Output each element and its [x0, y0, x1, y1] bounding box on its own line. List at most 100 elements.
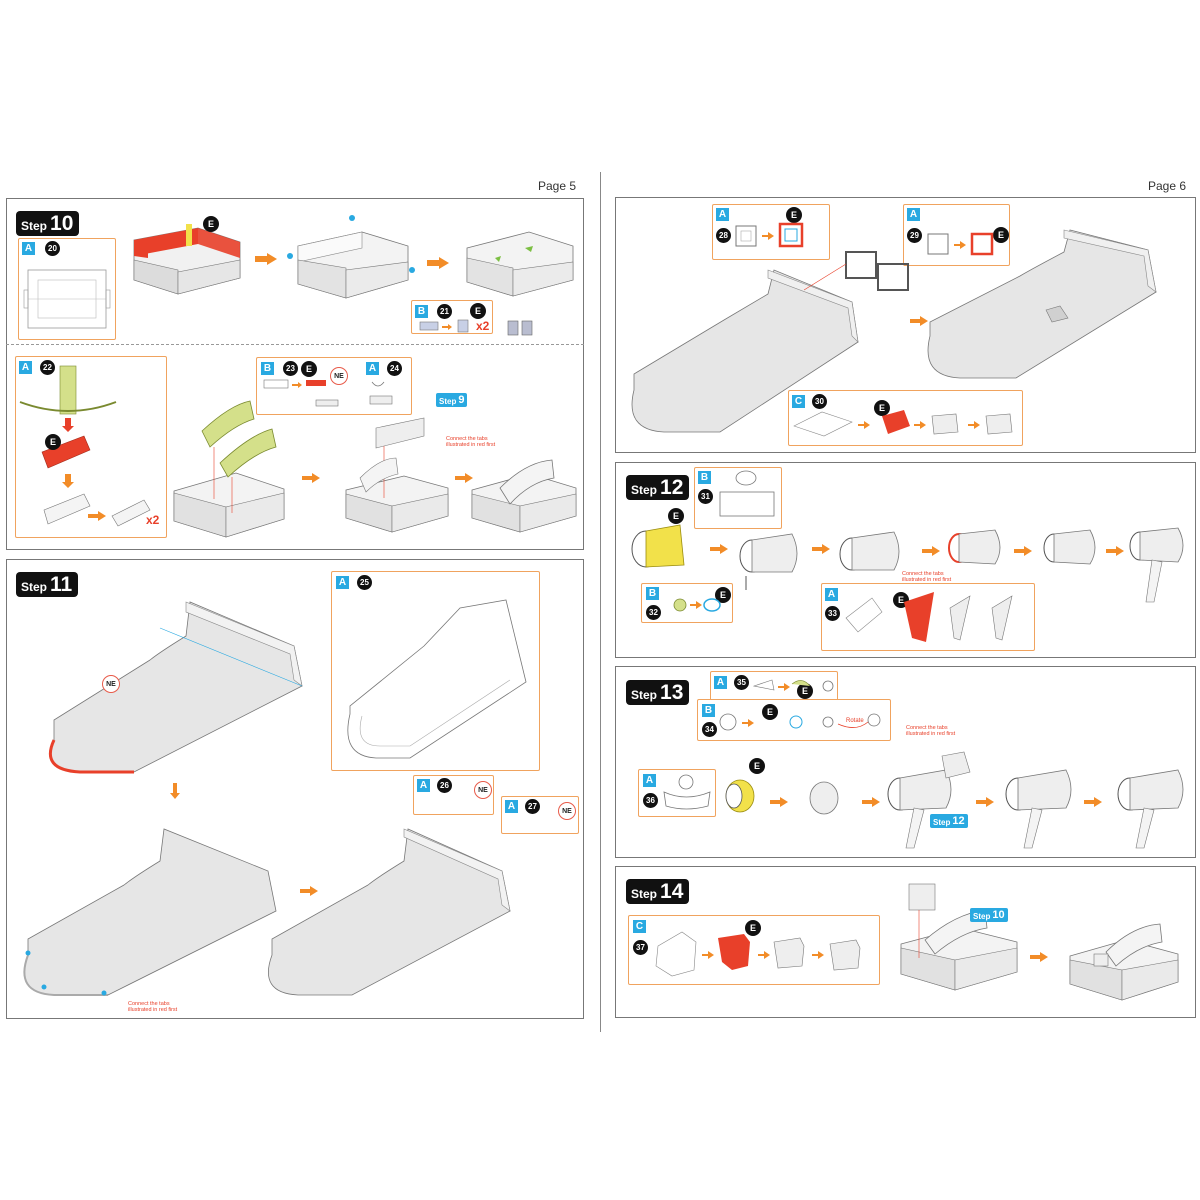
ref-step-number: 9 [458, 394, 465, 406]
part-35-illustration [752, 679, 834, 692]
seats-on-base-illustration [173, 400, 285, 538]
sheet-badge: A [907, 208, 920, 221]
part-number: 20 [45, 241, 60, 256]
step-word: Step [631, 688, 658, 702]
page-number-left: Page 5 [538, 179, 577, 193]
tool-e-badge: E [715, 587, 731, 603]
ne-badge: NE [474, 781, 492, 799]
tool-e-badge: E [470, 303, 486, 319]
sheet-badge: A [643, 774, 656, 787]
part-number: 21 [437, 304, 452, 319]
part-number: 36 [643, 793, 658, 808]
console-part-37-illustration [655, 931, 861, 977]
part-number: 33 [825, 606, 840, 621]
sheet-badge: A [336, 576, 349, 589]
tool-e-badge: E [45, 434, 61, 450]
frame-part-28-illustration [735, 222, 804, 248]
part-number: 23 [283, 361, 298, 376]
final-seat-assembly-illustration [1069, 923, 1179, 1001]
sheet-badge: A [417, 779, 430, 792]
right-arrow-icon [88, 511, 106, 521]
part-number: 27 [525, 799, 540, 814]
part-number: 30 [812, 394, 827, 409]
engine-stage3-illustration [839, 531, 900, 571]
tool-e-badge: E [797, 683, 813, 699]
ref-step-number: 10 [992, 909, 1005, 921]
right-arrow-icon [770, 797, 788, 807]
sheet-badge: A [714, 676, 727, 689]
floor-base-assembly-illustration [48, 601, 303, 774]
bracket-part-30-illustration [793, 410, 1013, 437]
multiplier-x2: x2 [146, 513, 160, 527]
right-arrow-icon [1030, 952, 1048, 962]
part-number: 37 [633, 940, 648, 955]
part-34-callout [697, 699, 891, 741]
box-assembly-red-illustration [133, 224, 241, 295]
part-number: 34 [702, 722, 717, 737]
step-word: Step [21, 219, 48, 233]
ne-badge: NE [102, 675, 120, 693]
part-34-illustration [719, 713, 881, 731]
flat-part-25-illustration [347, 599, 527, 759]
sheet-badge: B [415, 305, 428, 318]
cone-stage2-illustration [809, 781, 839, 815]
part-number: 22 [40, 360, 55, 375]
step-word: Step [631, 887, 658, 901]
connect-tabs-note: Connect the tabs illustrated in red firs… [902, 571, 952, 583]
ref-step-word: Step [439, 397, 457, 406]
step-word: Step [21, 580, 48, 594]
right-arrow-icon [302, 473, 320, 483]
sheet-badge: A [505, 800, 518, 813]
tool-e-badge: E [668, 508, 684, 524]
part-number: 29 [907, 228, 922, 243]
flat-part-20-illustration [23, 269, 111, 329]
part-number: 25 [357, 575, 372, 590]
part-number: 28 [716, 228, 731, 243]
part-number: 32 [646, 605, 661, 620]
frame-part-29-illustration [927, 232, 994, 256]
step-number: 10 [50, 212, 74, 235]
tool-e-badge: E [301, 361, 317, 377]
ref-step-word: Step [933, 818, 951, 827]
sheet-badge: A [22, 242, 35, 255]
step-10-divider [6, 344, 584, 345]
sheet-badge: B [261, 362, 274, 375]
right-arrow-icon [976, 797, 994, 807]
engine-stage4-illustration [948, 529, 1001, 565]
sheet-badge: A [716, 208, 729, 221]
page-number-right: Page 6 [1148, 179, 1187, 193]
seat-assembly-with-console-illustration [900, 883, 1018, 991]
step-number: 14 [660, 880, 684, 903]
right-arrow-icon [427, 257, 449, 269]
engine-with-cone-illustration [887, 751, 971, 849]
part-21-illustration [419, 319, 469, 333]
right-arrow-icon [710, 544, 728, 554]
seat-assembly-console-illustration [345, 417, 449, 533]
step-number: 13 [660, 681, 684, 704]
parts-23-24-illustration [263, 379, 393, 407]
ref-step-number: 12 [952, 815, 965, 827]
sheet-badge: B [646, 587, 659, 600]
box-assembly-step3-illustration [466, 231, 574, 297]
connect-tabs-note: Connect the tabs illustrated in red firs… [128, 1001, 178, 1013]
tool-e-badge: E [786, 207, 802, 223]
ref-step-word: Step [973, 912, 991, 921]
cone-yellow-illustration [725, 779, 755, 813]
sheet-badge: A [366, 362, 379, 375]
rotate-label: Rotate [846, 718, 864, 724]
sheet-badge: B [702, 704, 715, 717]
tool-e-badge: E [993, 227, 1009, 243]
engine-stage2-illustration [739, 533, 798, 590]
right-arrow-icon [1084, 797, 1102, 807]
right-arrow-icon [812, 544, 830, 554]
part-number: 24 [387, 361, 402, 376]
sheet-badge: A [825, 588, 838, 601]
tool-e-badge: E [874, 400, 890, 416]
